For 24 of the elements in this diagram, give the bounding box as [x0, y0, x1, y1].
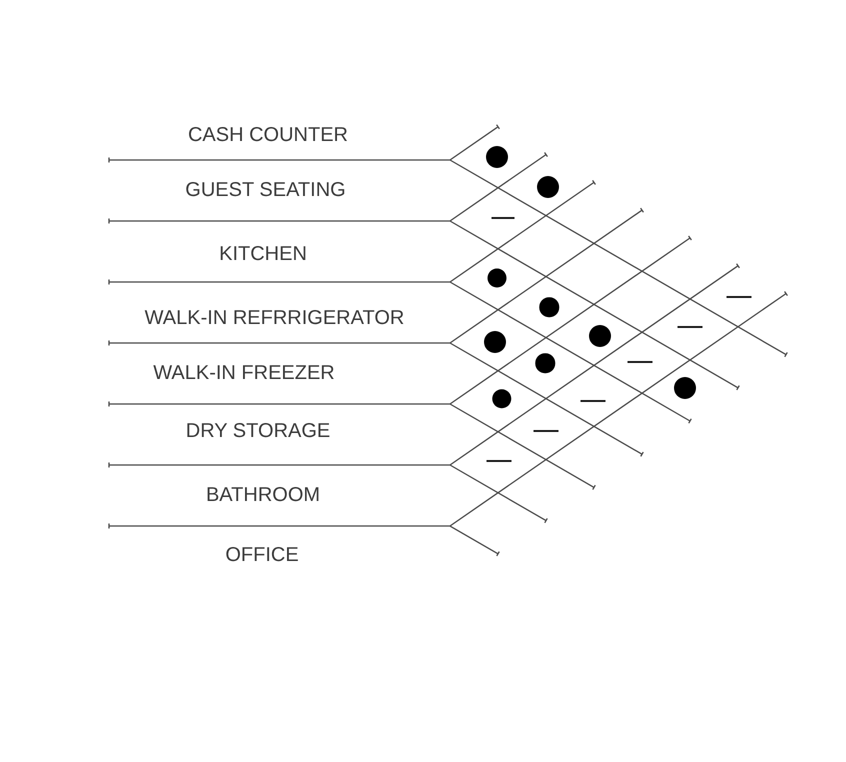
- row-label: OFFICE: [225, 544, 299, 566]
- filled-dot-icon: [535, 353, 555, 373]
- dash-icon: [580, 400, 606, 402]
- row-label: WALK-IN REFRRIGERATOR: [144, 307, 404, 329]
- dash-icon: [628, 361, 653, 363]
- filled-dot-icon: [674, 377, 696, 399]
- filled-dot-icon: [486, 146, 508, 168]
- dash-icon: [486, 460, 512, 462]
- filled-dot-icon: [488, 268, 507, 288]
- dash-icon: [534, 430, 558, 432]
- filled-dot-icon: [537, 176, 560, 198]
- row-label: WALK-IN FREEZER: [153, 362, 335, 384]
- filled-dot-icon: [492, 388, 512, 408]
- dash-icon: [678, 326, 702, 328]
- row-label: BATHROOM: [206, 484, 320, 506]
- filled-dot-icon: [540, 298, 560, 318]
- filled-dot-icon: [589, 324, 611, 347]
- filled-dot-icon: [484, 331, 506, 353]
- dash-icon: [491, 216, 514, 219]
- row-label: DRY STORAGE: [186, 420, 330, 442]
- row-label: KITCHEN: [219, 243, 307, 265]
- row-label: CASH COUNTER: [188, 124, 348, 146]
- dash-icon: [726, 296, 752, 298]
- row-label: GUEST SEATING: [185, 179, 346, 201]
